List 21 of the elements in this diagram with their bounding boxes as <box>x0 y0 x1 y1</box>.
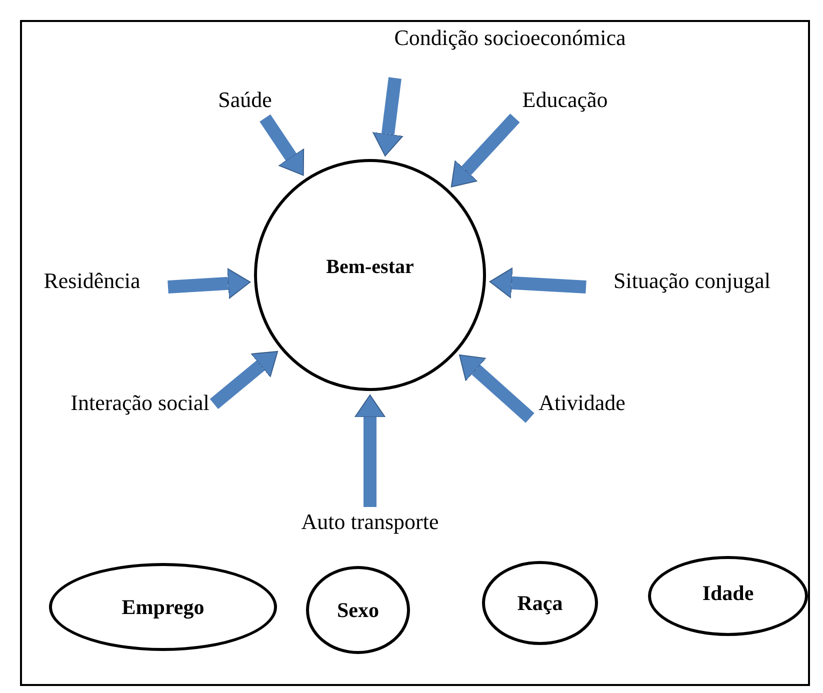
block-arrow <box>260 114 304 176</box>
node-label: Raça <box>517 590 563 616</box>
block-arrow <box>459 354 534 423</box>
node-label: Emprego <box>122 594 204 620</box>
factor-label: Atividade <box>538 390 626 416</box>
block-arrow <box>489 267 586 298</box>
factor-label: Interação social <box>70 390 210 416</box>
factor-label: Situação conjugal <box>614 268 770 294</box>
node-label: Sexo <box>337 598 379 622</box>
factor-label: Auto transporte <box>301 510 439 534</box>
factor-label: Saúde <box>218 88 272 112</box>
block-arrow <box>354 394 386 507</box>
factor-label: Residência <box>44 268 140 294</box>
block-arrow <box>210 351 278 409</box>
block-arrow <box>168 268 251 299</box>
node-label: Idade <box>702 580 754 606</box>
block-arrow <box>450 114 520 188</box>
node-label: Bem-estar <box>326 256 414 278</box>
factor-label: Condição socioeconómica <box>394 26 626 50</box>
block-arrow <box>372 77 404 156</box>
factor-label: Educação <box>522 88 608 112</box>
